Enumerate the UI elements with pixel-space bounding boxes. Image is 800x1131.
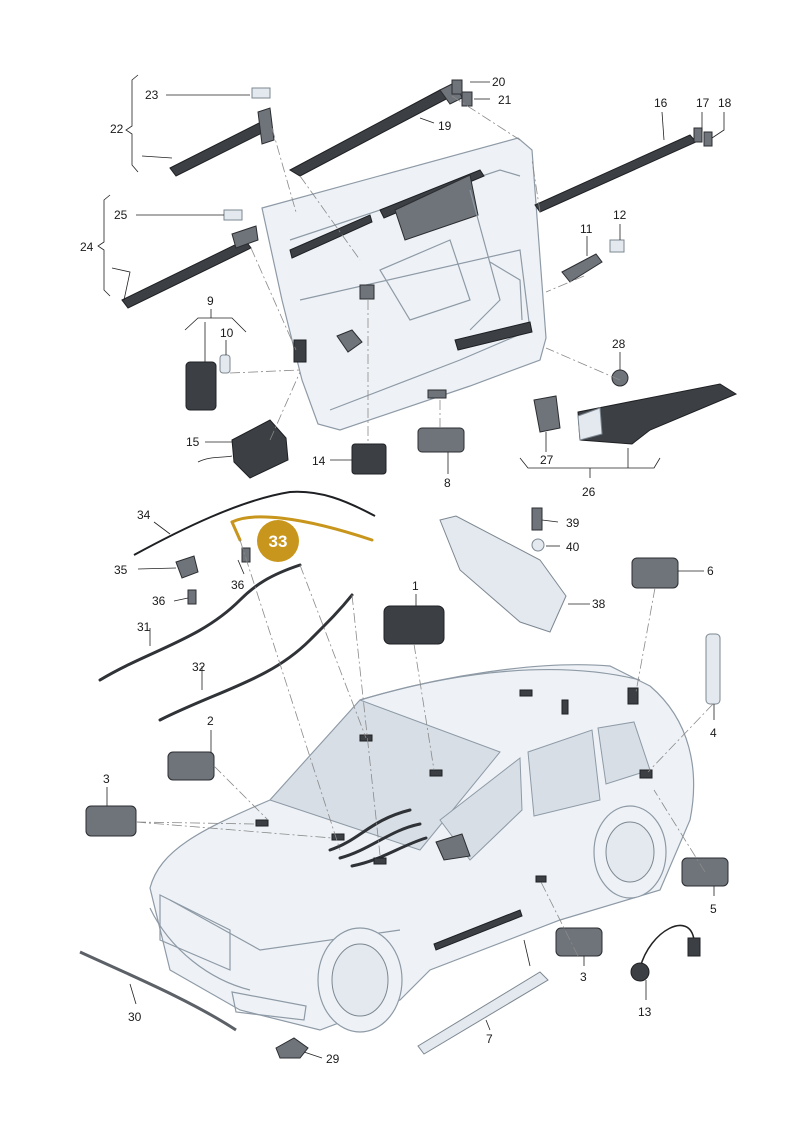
callout-4: 4 (710, 726, 717, 740)
callout-8: 8 (444, 476, 451, 490)
callout-22: 22 (110, 122, 124, 136)
trim-strip-34 (133, 490, 376, 556)
callout-32: 32 (192, 660, 206, 674)
callout-20: 20 (492, 75, 506, 89)
callout-24: 24 (80, 240, 94, 254)
callout-21: 21 (498, 93, 512, 107)
callout-15: 15 (186, 435, 200, 449)
screw-39-washer-40 (531, 507, 545, 552)
cable-strip-22 (169, 87, 275, 177)
callout-1: 1 (412, 579, 419, 593)
bracket-38 (439, 515, 567, 633)
callout-25: 25 (114, 208, 128, 222)
callout-12: 12 (613, 208, 627, 222)
bracket-35 (175, 555, 199, 579)
callout-36-lower: 36 (231, 578, 245, 592)
callout-16: 16 (654, 96, 668, 110)
wiring-harness-32 (158, 593, 354, 722)
callout-3-left: 3 (103, 772, 110, 786)
callout-34: 34 (137, 508, 151, 522)
control-unit-15 (197, 419, 289, 479)
lamp-8 (417, 427, 465, 453)
assembly-lines (135, 95, 714, 957)
door-trim-panel (261, 137, 547, 431)
callout-18: 18 (718, 96, 732, 110)
lamp-6 (631, 557, 679, 589)
lamp-holder-9 (185, 354, 231, 411)
callout-38: 38 (592, 597, 606, 611)
vehicle-body (149, 664, 695, 1033)
callout-labels: 23 22 20 21 19 16 17 18 25 24 11 12 9 10… (80, 75, 732, 1066)
callout-10: 10 (220, 326, 234, 340)
highlight-badge-33[interactable]: 33 (257, 520, 299, 562)
lamp-2 (167, 751, 215, 781)
wiring-harness-33-highlighted (230, 515, 374, 542)
callout-36-upper: 36 (152, 594, 166, 608)
callout-26: 26 (582, 485, 596, 499)
clip-29 (275, 1037, 309, 1059)
callout-29: 29 (326, 1052, 340, 1066)
callout-5: 5 (710, 902, 717, 916)
callout-35: 35 (114, 563, 128, 577)
switch-14 (351, 443, 387, 475)
trim-strip-30 (79, 950, 237, 1032)
bolt-36 (187, 547, 251, 605)
callout-40: 40 (566, 540, 580, 554)
callout-3-right: 3 (580, 970, 587, 984)
lamp-3-right (555, 927, 603, 957)
callout-7: 7 (486, 1032, 493, 1046)
sensor-13 (630, 924, 701, 982)
callout-17: 17 (696, 96, 710, 110)
trim-strip-26 (533, 369, 738, 445)
callout-2: 2 (207, 714, 214, 728)
leader-lines (97, 74, 725, 1059)
switch-11-12 (561, 239, 625, 283)
callout-39: 39 (566, 516, 580, 530)
highlight-badge-label: 33 (269, 532, 288, 551)
callout-31: 31 (137, 620, 151, 634)
callout-6: 6 (707, 564, 714, 578)
callout-14: 14 (312, 454, 326, 468)
callout-11: 11 (580, 222, 593, 236)
side-lamp-4 (705, 633, 721, 705)
callout-27: 27 (540, 453, 554, 467)
wiring-harness-31 (98, 563, 302, 682)
callout-13: 13 (638, 1005, 652, 1019)
callout-9: 9 (207, 294, 214, 308)
cable-strip-24 (121, 209, 259, 309)
sill-strip-7 (417, 939, 549, 1055)
callout-30: 30 (128, 1010, 142, 1024)
lamp-1 (383, 605, 445, 645)
cable-duct-16 (534, 127, 713, 213)
callout-23: 23 (145, 88, 159, 102)
lamp-3-left (85, 805, 137, 837)
callout-28: 28 (612, 337, 626, 351)
callout-19: 19 (438, 119, 452, 133)
